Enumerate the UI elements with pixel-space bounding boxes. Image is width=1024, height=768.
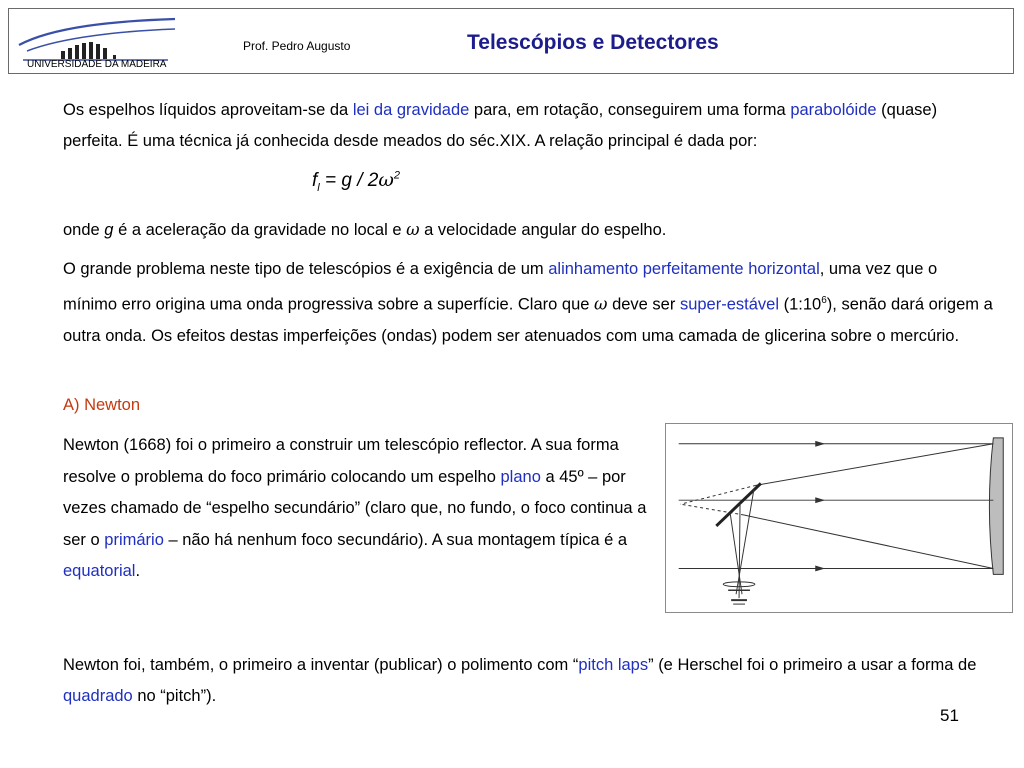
- paragraph-problem: O grande problema neste tipo de telescóp…: [63, 254, 993, 352]
- exponent: 6: [821, 295, 827, 306]
- highlight-primario: primário: [104, 530, 164, 549]
- highlight-lei-gravidade: lei da gravidade: [352, 101, 470, 119]
- text: a velocidade angular do espelho.: [419, 221, 667, 239]
- formula-rest: = g / 2: [319, 170, 379, 191]
- text: para, em rotação, conseguirem uma forma: [469, 101, 791, 119]
- formula-exponent: 2: [393, 169, 400, 182]
- university-name: UNIVERSIDADE DA MADEIRA: [27, 59, 167, 70]
- paragraph-where: onde g é a aceleração da gravidade no lo…: [63, 214, 988, 246]
- text: é a aceleração da gravidade no local e: [113, 221, 407, 239]
- formula-f: f: [312, 170, 318, 191]
- text: ” (e Herschel foi o primeiro a usar a fo…: [648, 656, 977, 674]
- text: – não há nenhum foco secundário). A sua …: [163, 530, 628, 549]
- text: Newton foi, também, o primeiro a inventa…: [63, 656, 579, 674]
- highlight-plano: plano: [500, 467, 541, 486]
- text: deve ser: [607, 295, 680, 314]
- highlight-pitch-laps: pitch laps: [578, 656, 649, 674]
- paragraph-liquid-mirrors: Os espelhos líquidos aproveitam-se da le…: [63, 95, 988, 157]
- highlight-paraboloide: parabolóide: [790, 101, 877, 119]
- text: a 45º – por vezes chamado de “espelho se…: [63, 467, 647, 549]
- highlight-quadrado: quadrado: [63, 687, 133, 705]
- text: no “pitch”).: [132, 687, 217, 705]
- university-logo-icon: [18, 17, 176, 61]
- page-number: 51: [940, 706, 959, 725]
- slide-title: Telescópios e Detectores: [467, 31, 719, 54]
- text: ), senão dará origem a outra onda. Os ef…: [63, 295, 993, 345]
- symbol-omega: ω: [594, 294, 608, 314]
- section-heading-newton: A) Newton: [63, 396, 141, 414]
- paragraph-pitch-laps: Newton foi, também, o primeiro a inventa…: [63, 650, 988, 712]
- newtonian-telescope-diagram: [665, 423, 1013, 613]
- text: .: [135, 562, 141, 580]
- text: Os espelhos líquidos aproveitam-se da: [63, 101, 353, 119]
- paragraph-newton-reflector: Newton (1668) foi o primeiro a construir…: [63, 430, 663, 588]
- text: , uma vez que o mínimo erro origina uma …: [63, 260, 938, 314]
- text: (quase) perfeita. É uma técnica já conhe…: [63, 101, 938, 150]
- formula-subscript: l: [317, 181, 320, 194]
- text: onde: [63, 221, 105, 239]
- focal-length-formula: fl = g / 2ω2: [312, 169, 400, 194]
- highlight-alinhamento: alinhamento perfeitamente horizontal: [548, 260, 820, 278]
- text: O grande problema neste tipo de telescóp…: [63, 260, 549, 278]
- highlight-equatorial: equatorial: [63, 562, 136, 580]
- slide-header: UNIVERSIDADE DA MADEIRA Prof. Pedro Augu…: [8, 8, 1014, 74]
- text: (1:10: [779, 295, 822, 314]
- symbol-g: g: [104, 221, 114, 239]
- highlight-super-estavel: super-estável: [679, 295, 780, 314]
- symbol-omega: ω: [406, 220, 420, 239]
- text: Newton (1668) foi o primeiro a construir…: [63, 436, 619, 486]
- author-name: Prof. Pedro Augusto: [243, 39, 351, 53]
- formula-omega: ω: [378, 169, 394, 191]
